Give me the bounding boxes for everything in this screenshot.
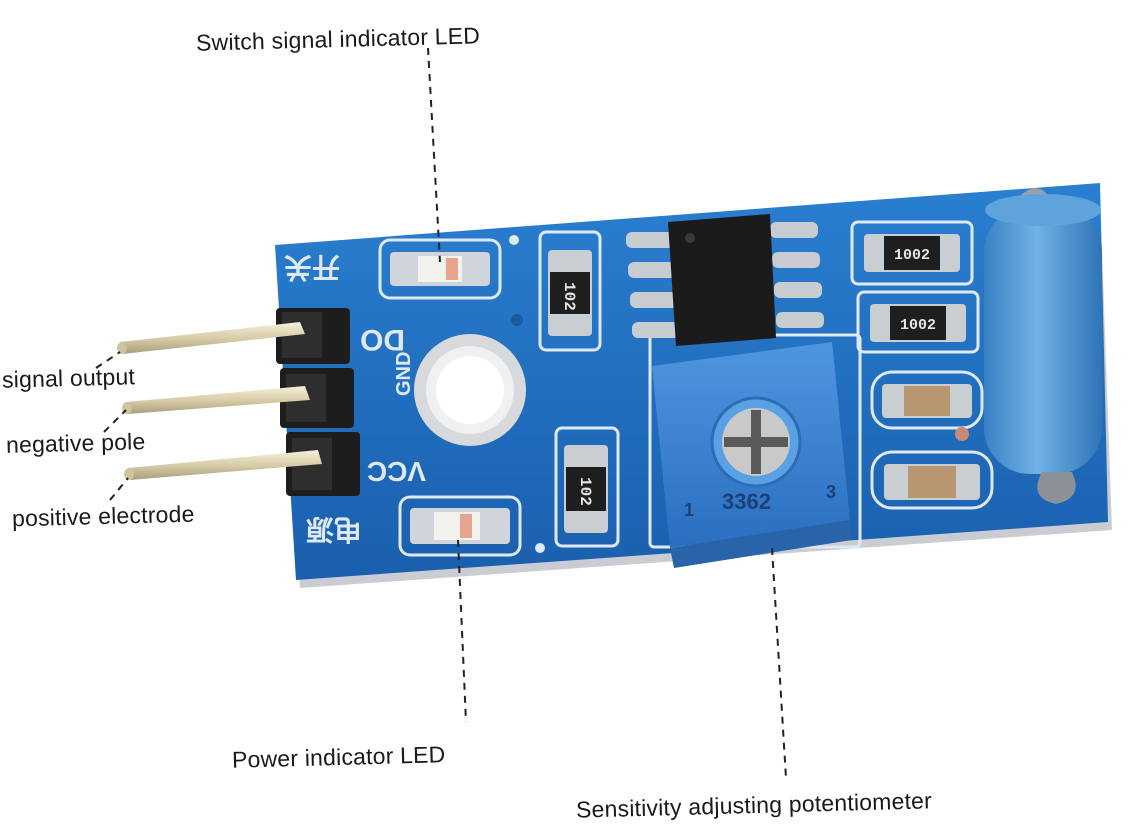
resistor-r3: 1002 [864,234,960,272]
svg-text:1002: 1002 [894,247,930,264]
resistor-r1: 102 [548,250,592,336]
pin-label-gnd: GND [393,352,415,396]
power-indicator-led [410,508,510,544]
resistor-r4: 1002 [870,304,966,342]
silk-cn-power: 电源 [306,514,362,545]
svg-text:1002: 1002 [900,317,936,334]
callout-leaders [95,47,787,779]
callout-positive-electrode: positive electrode [11,500,195,532]
pot-pin1-label: 1 [684,500,694,520]
switch-signal-led [390,252,490,286]
pin-header [276,308,360,496]
callout-power-led: Power indicator LED [231,741,446,773]
callout-signal-output: signal output [1,363,136,393]
silk-cn-switch: 开关 [284,252,340,283]
pin-label-vcc: VCC [367,456,426,487]
header-pins [117,322,322,480]
pin-signal [120,322,305,354]
callout-negative-pole: negative pole [5,428,146,458]
comparator-ic [626,214,824,346]
pin-ground [126,386,310,414]
pin-vcc [128,450,322,480]
pot-model-label: 3362 [722,489,771,514]
pcb-vias [509,235,969,553]
sensitivity-potentiometer: 3362 1 3 [652,342,852,568]
pot-pin3-label: 3 [826,482,836,502]
mounting-hole [414,334,526,446]
pin-label-do: DO [360,323,405,356]
svg-text:102: 102 [576,477,594,506]
svg-text:102: 102 [560,282,578,311]
capacitor-c2 [884,464,980,500]
capacitor-c1 [882,384,972,418]
resistor-r2: 102 [564,445,608,533]
vibration-switch-tube [984,188,1102,504]
